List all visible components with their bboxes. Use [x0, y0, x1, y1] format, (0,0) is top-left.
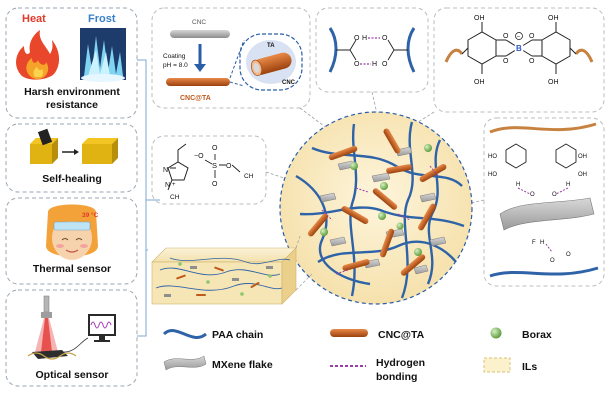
mx-oh1: OH [578, 154, 587, 160]
legend-borax-label: Borax [522, 329, 552, 341]
ionic-liquid-panel: N N + CH −O S O O O CH [151, 135, 267, 205]
thermal-sensor-title: Thermal sensor [33, 263, 111, 275]
bx-oh-br: OH [548, 79, 559, 86]
network-zoom-circle [279, 111, 473, 305]
cnc-coating-panel: CNC Coating pH = 8.0 CNC@TA TA CNC [151, 7, 311, 109]
self-healing-panel: Self-healing [30, 128, 118, 185]
bx-oh-tl: OH [474, 15, 485, 22]
legend-ils-symbol [483, 357, 511, 373]
bx-o2: O [503, 58, 509, 65]
borax-complex-panel: OH OH OH OH O O O O B − [433, 7, 605, 113]
laser-icon [35, 295, 58, 352]
mx-h1: H [516, 182, 520, 188]
cnc-rod [170, 30, 230, 38]
harsh-title-line2: resistance [46, 99, 98, 111]
zoom-ta-label: TA [267, 43, 275, 49]
mx-o4: O [566, 252, 571, 258]
hb-o2: O [382, 35, 388, 42]
harsh-environment-panel: Heat Frost Harsh environment resistance [16, 13, 126, 111]
legend-hbond-label1: Hydrogen [376, 357, 425, 369]
hb-h1: H [362, 35, 367, 42]
sensor-film-icon [27, 350, 77, 360]
hydrogen-bond-panel: O H O O H O [315, 7, 429, 93]
il-plus: + [172, 182, 176, 188]
mx-ho1: HO [488, 154, 497, 160]
fire-icon [16, 30, 60, 80]
bx-oh-bl: OH [474, 79, 485, 86]
il-o-ester: O [226, 163, 232, 170]
mx-h2: H [566, 182, 570, 188]
legend-cncta-symbol [330, 329, 368, 337]
harsh-title-line1: Harsh environment [24, 86, 120, 98]
legend-cncta-label: CNC@TA [378, 329, 425, 341]
bx-boron: B [516, 44, 522, 53]
legend-mxene-label: MXene flake [212, 359, 273, 371]
il-o-bottom: O [212, 181, 218, 188]
mx-flake [499, 197, 595, 231]
self-healing-title: Self-healing [42, 173, 102, 185]
il-n2: N [165, 182, 170, 189]
hb-o4: O [382, 61, 388, 68]
cnc-ta-label: CNC@TA [180, 95, 211, 102]
temperature-readout: 39 °C [82, 211, 99, 219]
cnc-ta-rod [166, 78, 230, 86]
mx-o2: O [552, 192, 557, 198]
left-panel-frame [5, 7, 160, 387]
il-omin: −O [194, 153, 204, 160]
optical-sensor-panel: Optical sensor [27, 295, 116, 381]
bx-oh-tr: OH [548, 15, 559, 22]
il-ch3-left: CH [170, 194, 180, 201]
cut-block-icon [30, 128, 58, 164]
legend-borax-symbol [490, 327, 502, 339]
hb-o1: O [354, 35, 360, 42]
face-icon [46, 204, 98, 260]
mx-o1: O [530, 192, 535, 198]
bx-o4: O [529, 58, 535, 65]
legend-paa-symbol [162, 329, 207, 339]
mx-oh2: OH [578, 172, 587, 178]
zoom-cnc-label: CNC [282, 80, 296, 86]
boron-atom [514, 43, 524, 53]
legend-hbond-label2: bonding [376, 371, 417, 383]
coating-label: Coating [163, 53, 186, 60]
il-n1: N [163, 167, 168, 174]
frost-label: Frost [88, 13, 116, 25]
ice-crystal-icon [80, 28, 126, 82]
healed-block-icon [82, 138, 118, 164]
hb-h2: H [372, 61, 377, 68]
il-ch3-right: CH [244, 173, 254, 180]
legend-mxene-symbol [163, 355, 207, 371]
mxene-interaction-panel: HO HO OH OH H H O O F H O O [483, 117, 605, 287]
mx-f: F [532, 240, 536, 246]
optical-sensor-title: Optical sensor [36, 369, 109, 381]
monitor-icon [88, 314, 116, 342]
il-o-top: O [212, 145, 218, 152]
bx-o1: O [503, 33, 509, 40]
mx-ho2: HO [488, 172, 497, 178]
hb-o3: O [354, 61, 360, 68]
cnc-label: CNC [192, 19, 206, 26]
hydrogel-block [151, 235, 313, 305]
il-s: S [212, 161, 217, 170]
thermal-sensor-panel: 39 °C Thermal sensor [33, 204, 111, 275]
legend-paa-label: PAA chain [212, 329, 263, 341]
legend: PAA chain MXene flake CNC@TA Hydrogen bo… [162, 327, 552, 383]
bx-o3: O [529, 33, 535, 40]
mx-o3: O [550, 258, 555, 264]
bx-charge: − [517, 35, 521, 41]
legend-ils-label: ILs [522, 361, 537, 373]
heat-label: Heat [22, 13, 46, 25]
mx-h3: H [540, 240, 544, 246]
ph-label: pH = 8.0 [163, 62, 188, 69]
